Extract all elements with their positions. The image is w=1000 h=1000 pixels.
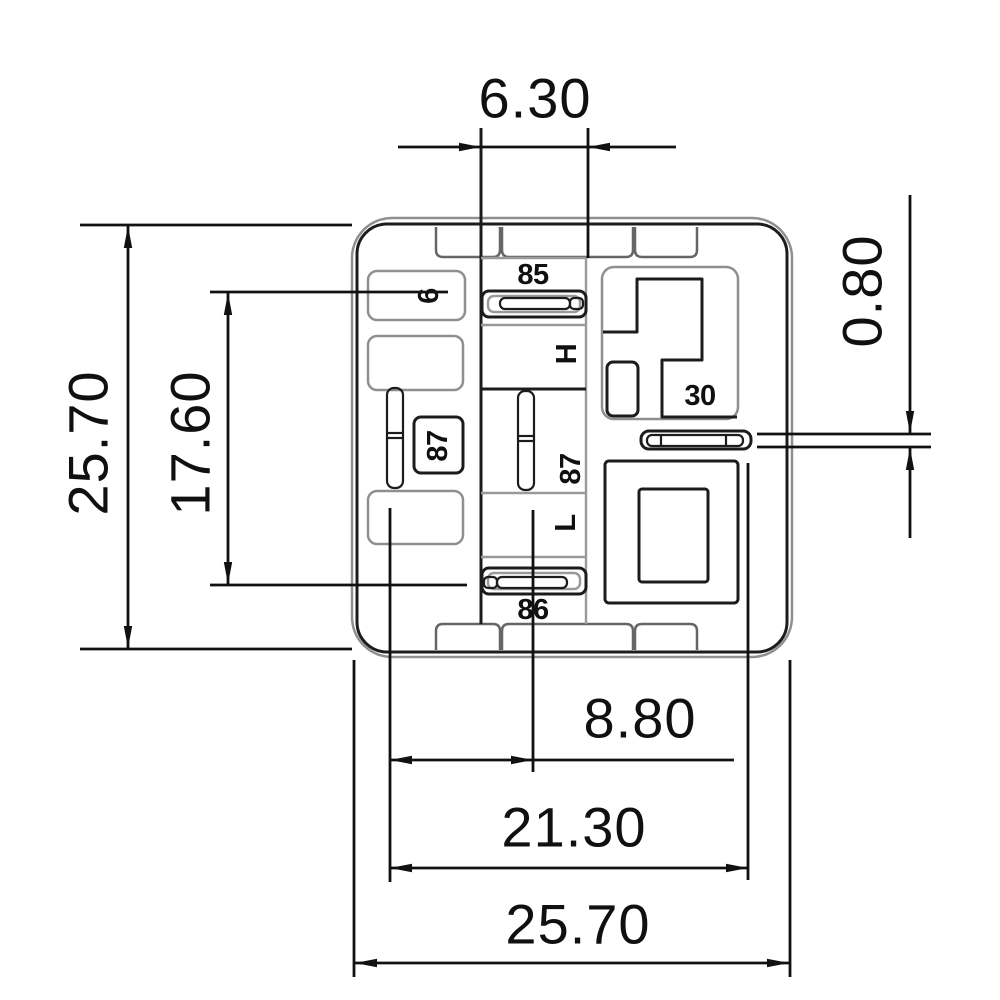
body-outer-shell [350, 216, 794, 659]
arrowhead-left [390, 755, 412, 765]
slot-85-inner [486, 294, 582, 314]
arrowhead-right [767, 958, 789, 968]
top-tab-center [500, 227, 635, 259]
cavity-6-outline [366, 269, 467, 322]
terminal-30-label: 30 [684, 380, 715, 412]
bottom-tab-left [434, 622, 502, 650]
terminal-87-center-label: 87 [555, 453, 587, 484]
dim-value-top-width: 6.30 [479, 67, 592, 130]
dim-slot-thickness: 0.80 [757, 195, 931, 538]
dim-value-overall-width: 25.70 [505, 893, 650, 956]
dim-pin-span-height: 17.60 [159, 290, 467, 587]
arrowhead-left [459, 142, 481, 152]
bottom-tab-center [500, 622, 635, 650]
top-tab-left [434, 227, 502, 259]
terminal-6-label: 6 [413, 288, 445, 304]
letter-l-label: L [550, 514, 582, 531]
body-inner-shell [355, 222, 789, 654]
dim-value-pin-span-height: 17.60 [159, 370, 222, 515]
terminal-87-left-label: 87 [422, 430, 454, 461]
bottom-tab-band [434, 622, 699, 650]
terminal-85-slot [480, 289, 588, 319]
dim-pin-offset-width: 8.80 [388, 508, 734, 882]
arrowhead-bottom [223, 562, 233, 584]
arrowhead-right [726, 863, 748, 873]
dim-value-slot-thickness: 0.80 [831, 235, 894, 348]
letter-h-label: H [551, 344, 583, 364]
dim-top-width: 6.30 [398, 67, 676, 258]
slot-85-end [568, 296, 585, 311]
terminal-30-side-pocket [605, 360, 640, 418]
cavity-mid-outline [366, 334, 465, 392]
dim-value-pin-offset-width: 8.80 [584, 687, 697, 750]
slot-86-end [482, 575, 499, 590]
top-tab-band [434, 227, 699, 259]
slot-85-blade [498, 296, 572, 311]
top-tab-right [633, 227, 699, 259]
dim-value-inner-width: 21.30 [501, 796, 646, 859]
arrowhead-up [905, 448, 915, 470]
thin-slot-feature [639, 429, 753, 451]
slot-85-outer [480, 289, 588, 319]
arrowhead-top [223, 293, 233, 315]
arrowhead-top [123, 226, 133, 248]
terminal-85-label: 85 [517, 259, 549, 291]
square-pocket-outer [603, 459, 740, 605]
dim-overall-width: 25.70 [352, 660, 792, 977]
arrowhead-down [905, 411, 915, 433]
arrowhead-right [511, 755, 533, 765]
dim-value-overall-height: 25.70 [57, 370, 120, 515]
terminal-30-region: 30 [600, 265, 740, 421]
thin-slot-inner [645, 433, 745, 448]
arrowhead-left [355, 958, 377, 968]
relay-body-outline [350, 216, 794, 659]
terminal-87-left-box [412, 415, 465, 475]
dim-inner-width: 21.30 [390, 463, 750, 880]
left-column-cavities: 6 87 [366, 269, 467, 546]
square-pocket-inner [637, 487, 710, 584]
arrowhead-bottom [123, 626, 133, 648]
arrowhead-right [588, 142, 610, 152]
cavity-30-outline [600, 265, 740, 421]
terminal-30-stepped-slot [603, 277, 737, 419]
center-channel: 85 86 H 87 L [479, 128, 588, 626]
dim-overall-height: 25.70 [57, 223, 352, 651]
cavity-bottom-outline [366, 489, 465, 546]
bottom-right-square-pocket [603, 459, 740, 605]
thin-slot-outer [639, 429, 753, 451]
bottom-tab-right [633, 622, 699, 650]
arrowhead-left [390, 863, 412, 873]
